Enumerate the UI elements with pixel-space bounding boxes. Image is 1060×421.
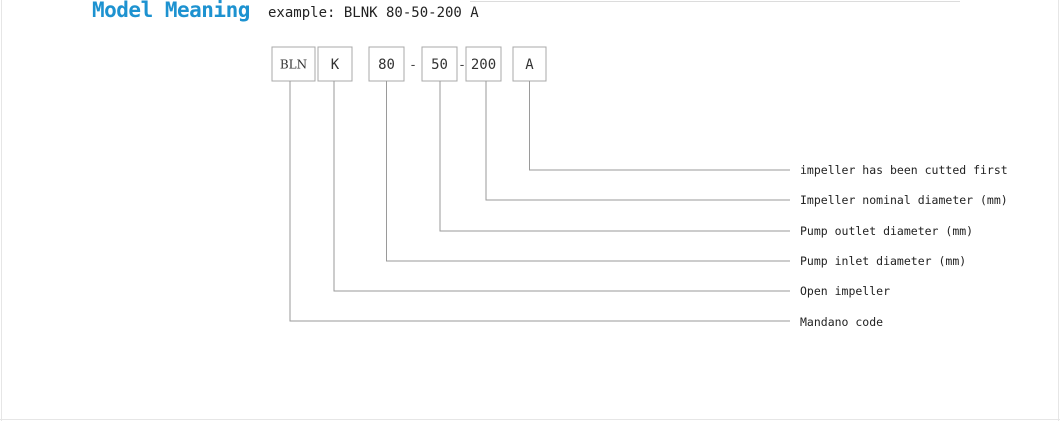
code-box-bln: BLN — [271, 46, 316, 82]
leader-line-a — [529, 81, 790, 171]
frame-right-border — [1058, 0, 1059, 421]
code-box-80: 80 — [368, 46, 405, 82]
description-cut-impeller: impeller has been cutted first — [800, 163, 1008, 177]
code-label-50: 50 — [431, 57, 448, 73]
code-label-200: 200 — [471, 57, 496, 73]
model-example: example: BLNK 80-50-200 A — [268, 5, 479, 21]
code-box-frame — [317, 46, 353, 82]
code-label-80: 80 — [378, 57, 395, 73]
description-outlet-diameter: Pump outlet diameter (mm) — [800, 224, 973, 238]
code-label-a: A — [525, 57, 534, 73]
leader-line-k — [333, 81, 790, 292]
description-inlet-diameter: Pump inlet diameter (mm) — [800, 254, 966, 268]
code-label-k: K — [331, 57, 340, 73]
code-box-50: 50 — [421, 46, 458, 82]
code-box-frame — [271, 46, 316, 82]
code-box-a: A — [512, 46, 547, 82]
leader-line-200 — [485, 81, 790, 201]
frame-left-border — [1, 0, 2, 421]
header-divider — [470, 1, 960, 2]
description-impeller-diameter: Impeller nominal diameter (mm) — [800, 193, 1008, 207]
description-mandano-code: Mandano code — [800, 315, 883, 329]
leader-line-bln — [289, 81, 790, 322]
leader-line-50 — [439, 81, 790, 232]
code-box-frame — [465, 46, 502, 82]
leader-line-80 — [386, 81, 790, 262]
description-open-impeller: Open impeller — [800, 284, 890, 298]
separator-dash: - — [458, 58, 466, 73]
frame-bottom-border — [0, 419, 1060, 420]
separator-dash: - — [409, 58, 417, 73]
code-box-k: K — [317, 46, 353, 82]
page-title: Model Meaning — [92, 0, 250, 22]
code-label-bln: BLN — [280, 58, 307, 72]
code-box-200: 200 — [465, 46, 502, 82]
